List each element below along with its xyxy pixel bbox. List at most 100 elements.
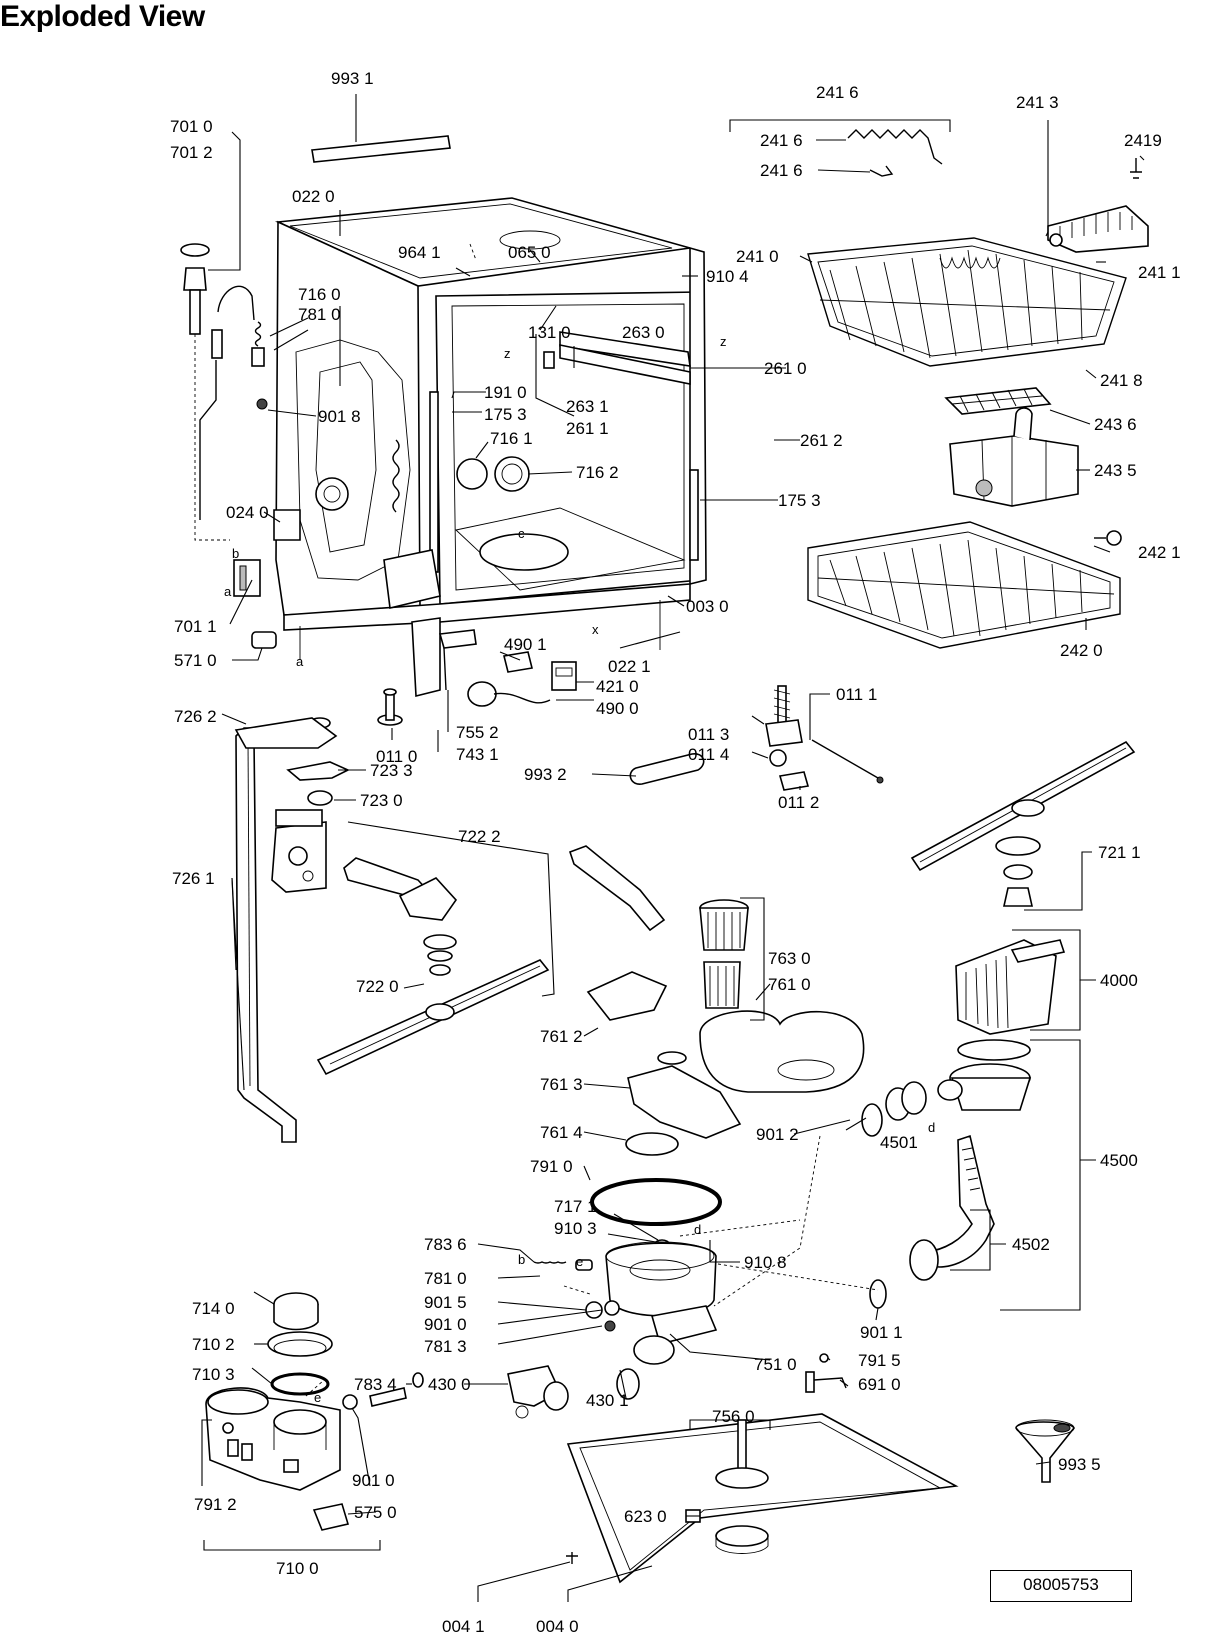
label-7012: 701 2	[170, 143, 213, 162]
label-7915: 791 5	[858, 1351, 901, 1370]
label-4300: 430 0	[428, 1375, 471, 1394]
label-0114: 011 4	[688, 745, 729, 764]
label-9932: 993 2	[524, 765, 567, 784]
lower-basket	[807, 521, 1122, 649]
label-0240: 024 0	[226, 503, 269, 522]
label-7011: 701 1	[174, 617, 217, 636]
label-9104: 910 4	[706, 267, 749, 286]
label-4301: 430 1	[586, 1391, 629, 1410]
label-2416-top: 241 6	[816, 83, 859, 102]
label-7810a: 781 0	[298, 305, 341, 324]
label-7262: 726 2	[174, 707, 217, 726]
label-4210: 421 0	[596, 677, 639, 696]
label-9641: 964 1	[398, 243, 441, 262]
label-1310: 131 0	[528, 323, 571, 342]
label-1753a: 175 3	[484, 405, 527, 424]
leader-lines	[201, 94, 1145, 1602]
label-7613: 761 3	[540, 1075, 583, 1094]
marker-b1: b	[232, 546, 239, 561]
label-0113: 011 3	[688, 725, 729, 744]
reference-markers: a a b b c d d e e x z z	[224, 334, 935, 1405]
label-7222: 722 2	[458, 827, 501, 846]
label-9015: 901 5	[424, 1293, 467, 1312]
marker-e2: e	[314, 1390, 321, 1405]
label-6230: 623 0	[624, 1507, 667, 1526]
label-7220: 722 0	[356, 977, 399, 996]
foot-adjusters	[629, 685, 884, 791]
marker-a1: a	[296, 654, 304, 669]
label-2612: 261 2	[800, 431, 843, 450]
label-2420: 242 0	[1060, 641, 1103, 660]
filter-heater-hose	[861, 939, 1066, 1309]
label-7552: 755 2	[456, 723, 499, 742]
label-7813: 781 3	[424, 1337, 467, 1356]
label-2416a: 241 6	[760, 131, 803, 150]
marker-e1: e	[576, 1254, 583, 1269]
label-7431: 743 1	[456, 745, 499, 764]
label-2416b: 241 6	[760, 161, 803, 180]
label-7211: 721 1	[1098, 843, 1141, 862]
label-7162: 716 2	[576, 463, 619, 482]
label-2421: 242 1	[1138, 543, 1181, 562]
part-labels: 993 1 701 0 701 2 022 0 964 1 065 0 910 …	[170, 69, 1181, 1636]
label-9103: 910 3	[554, 1219, 597, 1238]
label-0650: 065 0	[508, 243, 551, 262]
label-7836: 783 6	[424, 1235, 467, 1254]
label-4000: 4000	[1100, 971, 1138, 990]
label-7100: 710 0	[276, 1559, 319, 1578]
marker-z2: z	[720, 334, 727, 349]
label-5710: 571 0	[174, 651, 217, 670]
document-code: 08005753	[990, 1570, 1132, 1602]
sump-assembly	[507, 845, 865, 1419]
label-2419: 2419	[1124, 131, 1162, 150]
label-9010b: 901 0	[352, 1471, 395, 1490]
label-0221: 022 1	[608, 657, 651, 676]
label-4502: 4502	[1012, 1235, 1050, 1254]
label-7261: 726 1	[172, 869, 215, 888]
label-7560: 756 0	[712, 1407, 755, 1426]
label-2413: 241 3	[1016, 93, 1059, 112]
tub-cabinet	[274, 135, 707, 698]
water-supply-pipe	[234, 717, 550, 1143]
label-9935: 993 5	[1058, 1455, 1101, 1474]
label-0220: 022 0	[292, 187, 335, 206]
label-7910: 791 0	[530, 1157, 573, 1176]
upper-basket	[729, 119, 1149, 507]
marker-z1: z	[504, 346, 511, 361]
label-2436: 243 6	[1094, 415, 1137, 434]
label-7912: 791 2	[194, 1495, 237, 1514]
label-0111: 011 1	[836, 685, 877, 704]
label-7810b: 781 0	[424, 1269, 467, 1288]
label-1910: 191 0	[484, 383, 527, 402]
label-7614: 761 4	[540, 1123, 583, 1142]
marker-c: c	[518, 526, 525, 541]
water-softener	[205, 1292, 424, 1531]
label-2611: 261 1	[566, 419, 609, 438]
label-0040: 004 0	[536, 1617, 579, 1636]
label-9010a: 901 0	[424, 1315, 467, 1334]
label-4900: 490 0	[596, 699, 639, 718]
label-4901: 490 1	[504, 635, 547, 654]
label-7103: 710 3	[192, 1365, 235, 1384]
label-6910: 691 0	[858, 1375, 901, 1394]
marker-a2: a	[224, 584, 232, 599]
label-2418: 241 8	[1100, 371, 1143, 390]
label-9012: 901 2	[756, 1125, 799, 1144]
marker-b2: b	[518, 1252, 525, 1267]
label-7010: 701 0	[170, 117, 213, 136]
label-7161: 716 1	[490, 429, 533, 448]
marker-d2: d	[928, 1120, 935, 1135]
label-9108: 910 8	[744, 1253, 787, 1272]
label-7171: 717 1	[554, 1197, 597, 1216]
label-7510: 751 0	[754, 1355, 797, 1374]
label-2435: 243 5	[1094, 461, 1137, 480]
label-9931: 993 1	[331, 69, 374, 88]
label-2410: 241 0	[736, 247, 779, 266]
label-7140: 714 0	[192, 1299, 235, 1318]
label-4500: 4500	[1100, 1151, 1138, 1170]
electrical-parts	[438, 629, 577, 707]
label-5750: 575 0	[354, 1503, 397, 1522]
label-0030: 003 0	[686, 597, 729, 616]
label-7230: 723 0	[360, 791, 403, 810]
